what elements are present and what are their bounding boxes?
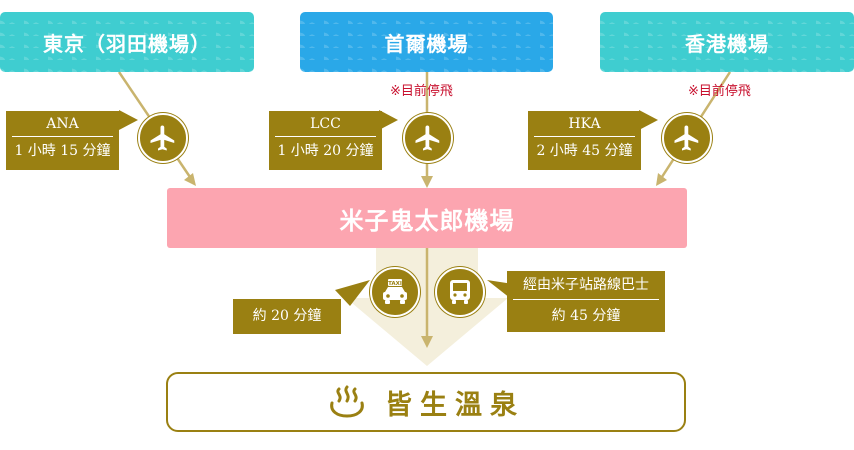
bus-route: 經由米子站路線巴士 [513, 271, 659, 300]
airplane-icon [403, 113, 453, 163]
bus-icon [435, 267, 485, 317]
hot-spring-icon [327, 385, 367, 419]
hka-route-label: HKA 2 小時 45 分鐘 [528, 111, 641, 170]
taxi-duration-label: 約 20 分鐘 [233, 299, 341, 334]
lcc-duration: 1 小時 20 分鐘 [277, 143, 374, 159]
ana-label-pointer [119, 110, 138, 130]
taxi-label-pointer [335, 280, 370, 306]
destination-label: 皆生溫泉 [385, 389, 525, 421]
lcc-label-pointer [379, 110, 398, 130]
ana-airline: ANA [12, 111, 113, 137]
tokyo-airport-box: 東京（羽田機場） [0, 12, 254, 72]
hka-duration: 2 小時 45 分鐘 [536, 143, 633, 159]
bus-route-label: 經由米子站路線巴士 約 45 分鐘 [507, 271, 665, 332]
seoul-airport-box: 首爾機場 [300, 12, 553, 72]
ana-route-label: ANA 1 小時 15 分鐘 [6, 111, 119, 170]
tokyo-airport-label: 東京（羽田機場） [43, 31, 211, 56]
hongkong-airport-label: 香港機場 [685, 31, 769, 56]
lcc-airline: LCC [275, 111, 376, 137]
lcc-route-label: LCC 1 小時 20 分鐘 [269, 111, 382, 170]
bus-duration: 約 45 分鐘 [551, 308, 621, 324]
kaike-onsen-box: 皆生溫泉 [166, 372, 686, 432]
taxi-icon: TAXI [370, 267, 420, 317]
seoul-suspended-note: ※目前停飛 [390, 84, 453, 99]
seoul-airport-label: 首爾機場 [384, 31, 469, 56]
yonago-airport-box: 米子鬼太郎機場 [167, 188, 687, 248]
hongkong-suspended-note: ※目前停飛 [688, 84, 751, 99]
taxi-duration: 約 20 分鐘 [252, 308, 322, 324]
hka-airline: HKA [534, 111, 635, 137]
airplane-icon [662, 113, 712, 163]
taxi-icon-text: TAXI [388, 281, 402, 287]
hka-label-pointer [639, 110, 658, 130]
airplane-icon [138, 113, 188, 163]
hongkong-airport-box: 香港機場 [600, 12, 854, 72]
yonago-airport-label: 米子鬼太郎機場 [339, 206, 515, 235]
ana-duration: 1 小時 15 分鐘 [14, 143, 111, 159]
